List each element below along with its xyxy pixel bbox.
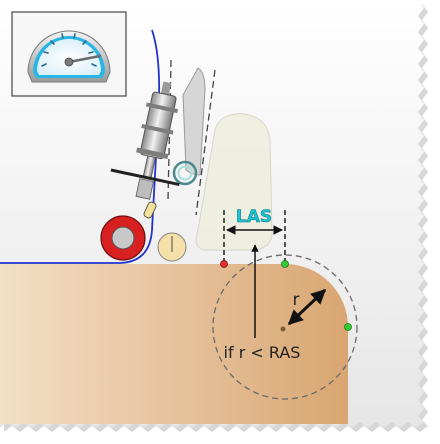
- guide-blade: [182, 67, 206, 176]
- link-pin: [143, 201, 157, 219]
- radius-label: r: [293, 290, 300, 310]
- gauge-panel: [11, 11, 127, 97]
- edge-start-point: [220, 260, 228, 268]
- condition-label: if r < RAS: [224, 343, 301, 362]
- las-label: LAS: [236, 207, 272, 227]
- radius-center: [280, 326, 286, 332]
- radius-circle: [212, 254, 358, 400]
- guide-dash-2: [195, 69, 216, 216]
- workpiece-panel: [0, 264, 348, 424]
- speedometer-gauge-icon: [27, 30, 111, 83]
- radius-end-point: [344, 323, 352, 331]
- pneumatic-cylinder-icon: [110, 81, 180, 200]
- radius-arrow: [287, 288, 327, 326]
- sensor-ring: [172, 160, 198, 186]
- pinch-roller-icon: [100, 215, 146, 261]
- pressure-shoe-ghost: [195, 113, 273, 251]
- radius-start-point: [281, 260, 289, 268]
- guide-roller: [157, 232, 187, 262]
- las-dimension: LAS: [223, 207, 286, 262]
